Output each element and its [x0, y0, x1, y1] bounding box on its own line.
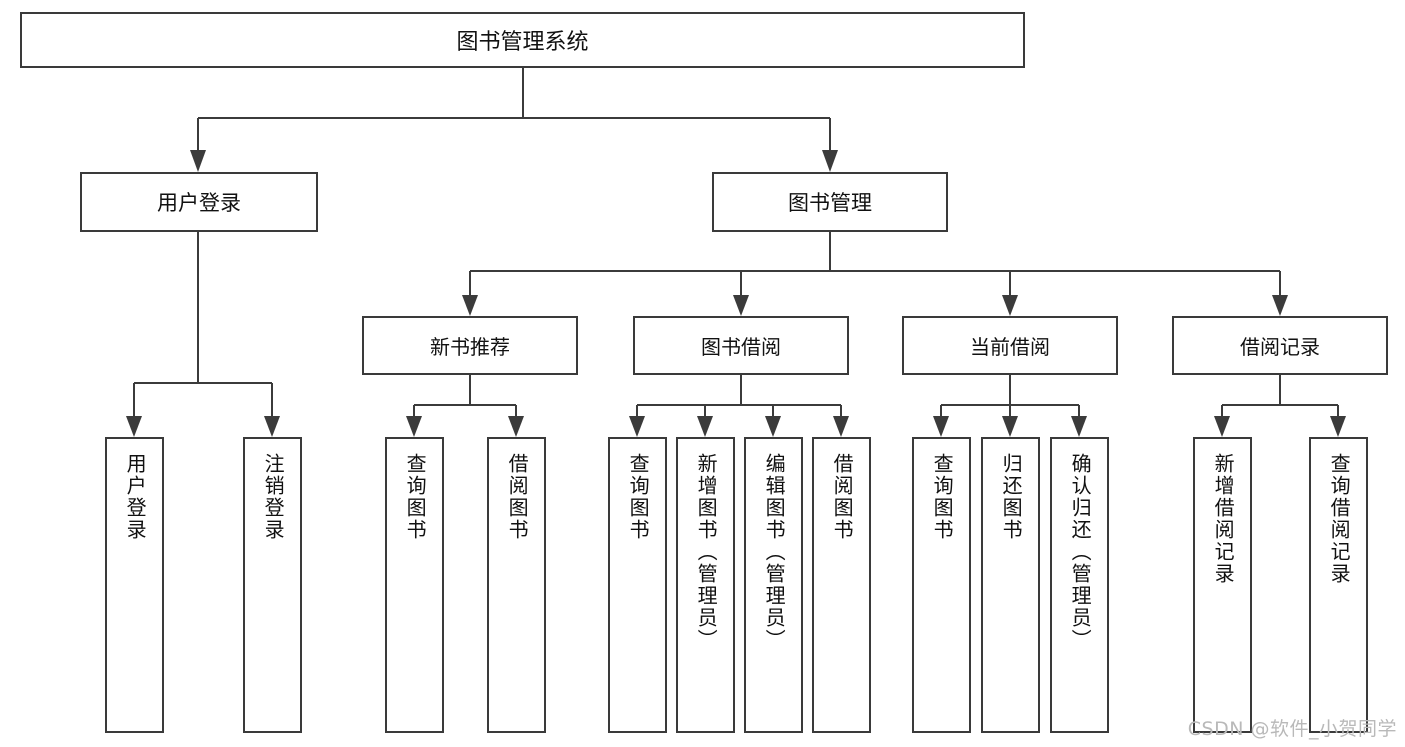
- arrow-bb-leaf-4: [833, 416, 849, 437]
- node-book-borrow[interactable]: 图书借阅: [633, 316, 849, 375]
- node-root[interactable]: 图书管理系统: [20, 12, 1025, 68]
- node-leaf-borrow-book-2[interactable]: 借阅图书: [812, 437, 871, 733]
- node-leaf-query-book-2[interactable]: 查询图书: [608, 437, 667, 733]
- node-leaf-return-book[interactable]: 归还图书: [981, 437, 1040, 733]
- node-leaf-edit-book[interactable]: 编辑图书（管理员）: [744, 437, 803, 733]
- node-user-login[interactable]: 用户登录: [80, 172, 318, 232]
- node-leaf-logout-login[interactable]: 注销登录: [243, 437, 302, 733]
- arrow-user-login-leaf-2: [264, 416, 280, 437]
- arrow-bm-to-current-borrow: [1002, 295, 1018, 316]
- arrow-bb-leaf-1: [629, 416, 645, 437]
- node-leaf-query-book-2-label: 查询图书: [626, 453, 651, 541]
- node-leaf-query-book-1-label: 查询图书: [403, 453, 428, 541]
- node-new-book-recommend[interactable]: 新书推荐: [362, 316, 578, 375]
- node-leaf-query-book-3-label: 查询图书: [930, 453, 955, 541]
- node-book-manage[interactable]: 图书管理: [712, 172, 948, 232]
- arrow-br-leaf-1: [1214, 416, 1230, 437]
- arrow-bm-to-new-book-recommend: [462, 295, 478, 316]
- node-leaf-user-login[interactable]: 用户登录: [105, 437, 164, 733]
- arrow-cb-leaf-2: [1002, 416, 1018, 437]
- node-book-manage-label: 图书管理: [788, 191, 872, 215]
- node-leaf-query-book-3[interactable]: 查询图书: [912, 437, 971, 733]
- node-leaf-query-record-label: 查询借阅记录: [1327, 453, 1352, 585]
- arrow-nbr-leaf-2: [508, 416, 524, 437]
- arrow-nbr-leaf-1: [406, 416, 422, 437]
- node-leaf-borrow-book-1[interactable]: 借阅图书: [487, 437, 546, 733]
- node-leaf-query-book-1[interactable]: 查询图书: [385, 437, 444, 733]
- arrow-root-to-book-manage: [822, 150, 838, 172]
- arrow-user-login-leaf-1: [126, 416, 142, 437]
- node-leaf-borrow-book-2-label: 借阅图书: [830, 453, 855, 541]
- node-leaf-confirm-return[interactable]: 确认归还（管理员）: [1050, 437, 1109, 733]
- arrow-bb-leaf-2: [697, 416, 713, 437]
- node-borrow-record[interactable]: 借阅记录: [1172, 316, 1388, 375]
- node-leaf-confirm-return-label: 确认归还（管理员）: [1068, 453, 1093, 651]
- csdn-watermark: CSDN @软件_小贺同学: [1187, 718, 1397, 740]
- node-leaf-add-record[interactable]: 新增借阅记录: [1193, 437, 1252, 733]
- node-leaf-return-book-label: 归还图书: [999, 453, 1024, 541]
- node-leaf-add-book[interactable]: 新增图书（管理员）: [676, 437, 735, 733]
- node-user-login-label: 用户登录: [157, 191, 241, 215]
- node-leaf-borrow-book-1-label: 借阅图书: [505, 453, 530, 541]
- node-leaf-user-login-label: 用户登录: [123, 453, 148, 541]
- node-leaf-add-record-label: 新增借阅记录: [1211, 453, 1236, 585]
- arrow-root-to-user-login: [190, 150, 206, 172]
- arrow-bm-to-borrow-record: [1272, 295, 1288, 316]
- arrow-cb-leaf-3: [1071, 416, 1087, 437]
- arrow-bm-to-book-borrow: [733, 295, 749, 316]
- node-leaf-edit-book-label: 编辑图书（管理员）: [762, 453, 787, 651]
- node-new-book-recommend-label: 新书推荐: [430, 335, 510, 359]
- node-leaf-logout-login-label: 注销登录: [261, 453, 286, 541]
- node-root-label: 图书管理系统: [456, 30, 589, 55]
- node-leaf-query-record[interactable]: 查询借阅记录: [1309, 437, 1368, 733]
- node-current-borrow[interactable]: 当前借阅: [902, 316, 1118, 375]
- node-leaf-add-book-label: 新增图书（管理员）: [694, 453, 719, 651]
- node-current-borrow-label: 当前借阅: [970, 335, 1050, 359]
- arrow-cb-leaf-1: [933, 416, 949, 437]
- arrow-br-leaf-2: [1330, 416, 1346, 437]
- node-book-borrow-label: 图书借阅: [701, 335, 781, 359]
- arrow-bb-leaf-3: [765, 416, 781, 437]
- node-borrow-record-label: 借阅记录: [1240, 335, 1320, 359]
